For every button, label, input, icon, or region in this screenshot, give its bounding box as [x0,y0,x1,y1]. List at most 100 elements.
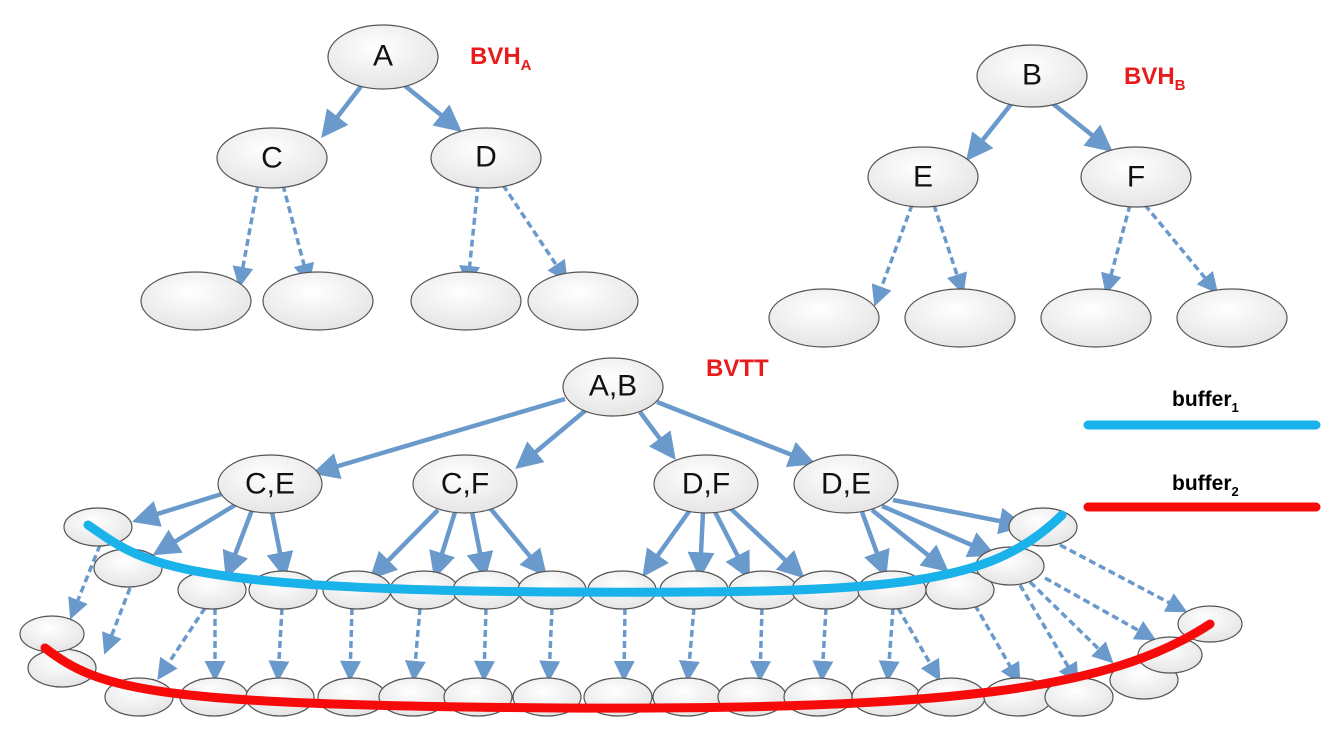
buffer2-curve [40,619,1215,713]
bvh-a-title: BVHA [470,43,532,74]
bvh-b-node-f-label: F [1127,161,1145,194]
bvh-b-node-b [976,44,1088,108]
bvh-b-node-e-label: E [913,161,933,194]
bvtt-edge-ab-cf [515,408,588,470]
legend-buffer2-main: buffer [1172,472,1232,495]
bvtt-edge-cf-3 [466,511,494,580]
bvtt-node-ce [217,454,323,514]
bvtt-dashed-edge-9 [539,607,561,682]
bvtt-side-left-3 [19,615,85,653]
bvtt-dashed-edge-17 [1018,584,1079,685]
bvh-a-edge-d-leaf3 [459,184,481,287]
bvtt-edge-cf-1 [369,508,440,580]
bvtt-edge-ce-2 [152,503,237,556]
bvtt-edge-ce-4 [266,511,294,580]
bvtt-edge-de-3 [881,503,996,558]
bvtt-dashed-edge-16 [973,604,1021,685]
bvtt-dashed-edge-3 [157,607,207,681]
bvtt-edge-df-2 [687,511,715,580]
bvtt-dashed-edge-14 [878,607,900,682]
bvh-b-node-f [1080,146,1192,208]
bvtt-title: BVTT [706,355,769,382]
bvtt-edge-de-1 [859,511,890,578]
bvtt-edge-ab-de [656,399,816,468]
bvtt-node-df [653,454,759,514]
bvh-a-node-c-label: C [261,142,283,175]
bvh-b-edge-e-leaf2 [932,204,967,295]
bvtt-node-ab-label: A,B [589,370,637,403]
legend-buffer2-sub: 2 [1232,484,1239,499]
bvh-a-leaf-4 [527,271,639,331]
bvtt-edge-df-3 [713,510,750,580]
bvh-a-title-sub: A [521,57,532,74]
bvtt-node-cf-label: C,F [441,468,489,501]
bvtt-dashed-edge-20 [1059,543,1188,613]
bvtt-edge-ab-df [638,410,676,461]
bvh-b-leaf-4 [1176,288,1288,348]
bvtt-edge-ce-1 [131,490,226,527]
bvtt-node-cf [412,454,518,514]
bvh-a-node-c [216,127,328,189]
bvh-a-edge-a-c [321,83,364,138]
nodes-layer [19,24,1288,717]
bvtt-edge-ce-3 [222,509,255,579]
bvh-a-edge-c-leaf1 [232,184,260,288]
bvh-b-edge-f-leaf4 [1143,203,1219,294]
bvh-a-edge-c-leaf2 [281,184,315,285]
bvtt-dashed-edge-7 [404,607,426,682]
bvtt-edge-cf-2 [429,511,458,580]
bvtt-dashed-edge-5 [268,607,290,682]
bvtt-edge-ab-ce [311,396,566,480]
bvtt-dashed-edge-18 [1028,580,1114,664]
bvtt-node-de [793,454,899,514]
bvtt-edge-cf-4 [488,506,548,577]
bvtt-dashed-edge-2 [102,587,132,655]
bvtt-edge-df-4 [728,506,805,579]
bvh-b-leaf-3 [1040,288,1152,348]
bvh-a-leaf-3 [410,271,522,331]
bvh-b-edge-b-f [1050,101,1113,152]
bvh-a-edge-d-leaf4 [501,184,568,283]
bvh-b-edge-f-leaf3 [1101,204,1132,295]
legend-buffer2-label: buffer2 [1172,472,1239,499]
bvtt-dashed-edge-15 [896,607,941,682]
bvtt-dashed-edge-1 [68,544,102,620]
bvh-b-edge-e-leaf1 [871,204,914,307]
bvh-b-title-main: BVH [1124,63,1175,90]
bvh-a-edge-a-d [402,83,462,132]
bvh-a-node-d [430,127,542,189]
buffer1-curve [83,510,1067,597]
bvtt-edge-df-1 [642,508,692,578]
bvtt-level3-leaf-5 [317,677,387,717]
legend-buffer1-label: buffer1 [1172,388,1239,415]
bvtt-dashed-edge-6 [339,607,361,682]
bvtt-dashed-edge-11 [678,607,700,682]
legend-buffer1-main: buffer [1172,388,1232,411]
bvtt-edge-de-2 [870,508,949,572]
bvtt-node-ce-label: C,E [245,468,295,501]
bvtt-node-de-label: D,E [821,468,871,501]
bvh-b-node-e [867,146,979,208]
bvtt-level3-leaf-12 [783,677,853,717]
bvh-a-node-d-label: D [475,141,497,174]
bvtt-dashed-edge-10 [613,607,635,682]
bvtt-dashed-edge-19 [1044,576,1157,641]
bvtt-node-ab [562,357,664,417]
bvh-b-node-b-label: B [1022,59,1042,92]
bvtt-dashed-edge-8 [473,607,495,682]
bvh-b-title: BVHB [1124,63,1186,94]
legend: buffer1 buffer2 [1083,388,1321,512]
buffers-layer [40,510,1215,713]
edges-layer [68,83,1219,685]
bvh-b-edge-b-e [966,101,1014,161]
legend-buffer1-sub: 1 [1232,400,1239,415]
bvh-a-leaf-2 [262,271,374,331]
bvh-a-node-a-label: A [373,40,393,73]
bvh-b-leaf-1 [768,288,880,348]
bvh-a-title-main: BVH [470,43,521,70]
bvh-b-title-sub: B [1175,77,1186,94]
bvtt-dashed-edge-12 [749,607,771,682]
bvh-b-leaf-2 [904,288,1016,348]
bvh-a-node-a [327,24,439,90]
